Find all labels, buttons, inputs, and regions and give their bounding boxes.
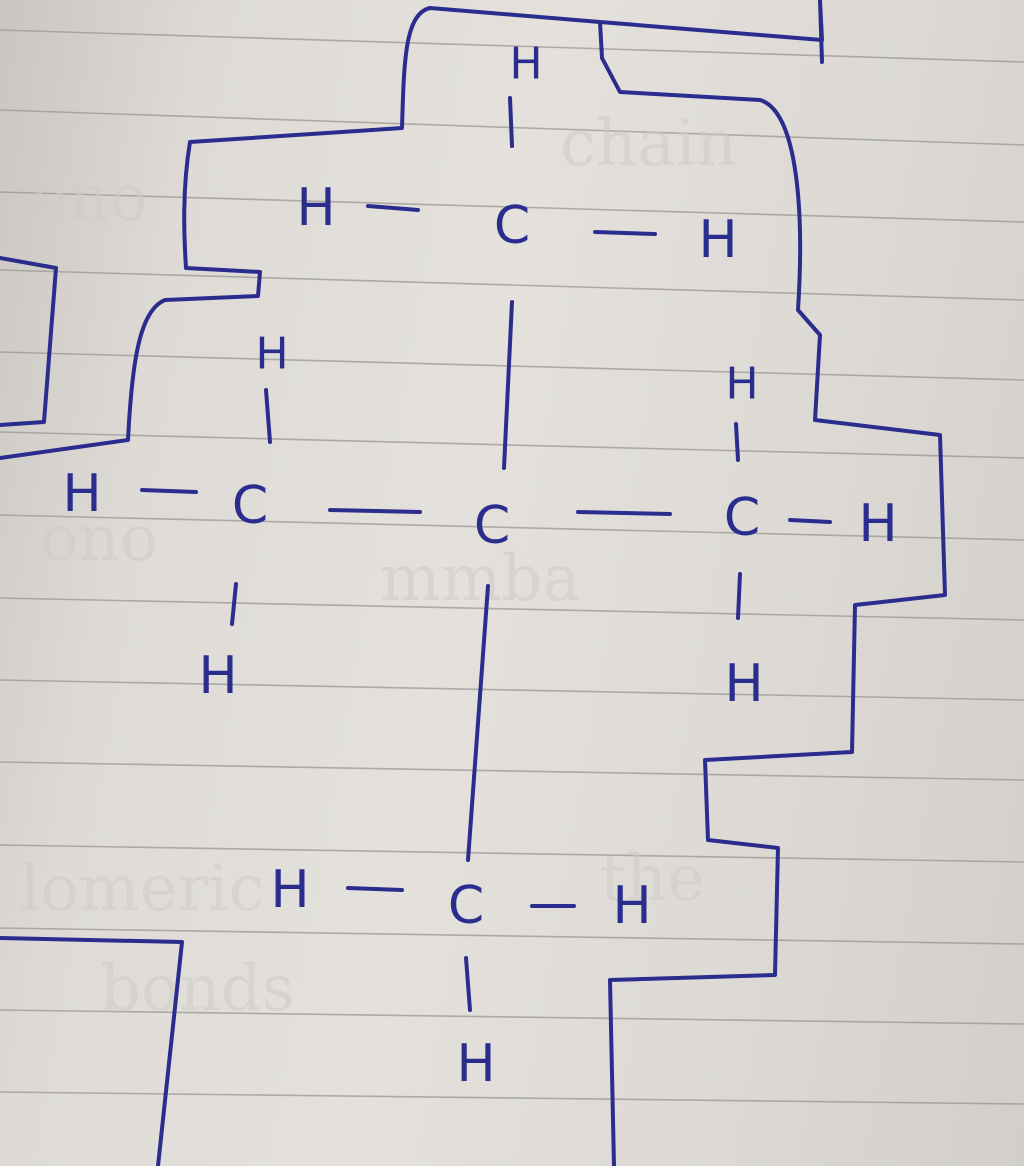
bond-top-c-center-c: [502, 300, 514, 470]
hydrogen-top-left: H: [296, 178, 335, 238]
ruled-lines: [0, 29, 1024, 1105]
hydrogen-right-down: H: [724, 654, 763, 714]
hydrogen-right-right: H: [858, 494, 897, 554]
hydrogen-left-down: H: [198, 646, 237, 706]
outline-left-box: [0, 256, 58, 427]
hydrogen-left-left: H: [62, 464, 101, 524]
bond-right-c-down-h: [736, 572, 742, 620]
carbon-center: C: [474, 496, 510, 556]
bond-top-c-right-h: [593, 230, 657, 236]
bond-right-c-right-h: [788, 518, 832, 524]
carbon-bottom: C: [448, 876, 484, 936]
hydrogen-bottom-right: H: [612, 876, 651, 936]
hydrogen-left-up: H: [255, 329, 288, 380]
bond-center-c-bottom-c: [466, 584, 490, 862]
bond-right-c-up-h: [734, 422, 740, 462]
hydrogen-bottom-down: H: [456, 1034, 495, 1094]
hydrogen-top-up: H: [509, 39, 542, 90]
bond-left-c-up-h: [264, 388, 272, 444]
bond-center-c-right-c: [576, 510, 672, 516]
hydrogen-top-right: H: [698, 210, 737, 270]
bond-bottom-c-left-h: [346, 886, 404, 892]
carbon-top: C: [494, 196, 530, 256]
bond-bottom-c-down-h: [464, 956, 472, 1012]
carbon-atoms: C C C C C: [232, 196, 760, 936]
bond-left-c-center-c: [328, 508, 422, 514]
bond-left-c-down-h: [230, 582, 238, 626]
bond-top-c-up-h: [508, 96, 514, 148]
bond-left-c-left-h: [140, 488, 198, 494]
svg-text:the: the: [600, 842, 705, 916]
svg-text:ono: ono: [40, 502, 158, 576]
hydrogen-bottom-left: H: [270, 860, 309, 920]
outline-boxes: [0, 0, 947, 1166]
bond-top-c-left-h: [366, 204, 420, 212]
hydrogen-right-up: H: [725, 359, 758, 410]
svg-text:chain: chain: [560, 107, 737, 181]
svg-text:lomeric: lomeric: [20, 852, 264, 926]
svg-text:bonds: bonds: [100, 952, 295, 1026]
outline-bottom-left-box: [0, 936, 184, 1166]
outline-main-contour: [0, 0, 947, 1166]
svg-text:mmba: mmba: [380, 542, 581, 616]
carbon-left: C: [232, 476, 268, 536]
carbon-right: C: [724, 488, 760, 548]
bleed-through-impressions: eno chain ono mmba lomeric the bonds: [20, 107, 737, 1026]
hydrogen-atoms: H H H H H H H H H H H H: [62, 39, 897, 1095]
bonds: [140, 96, 832, 1012]
svg-text:eno: eno: [30, 162, 148, 236]
